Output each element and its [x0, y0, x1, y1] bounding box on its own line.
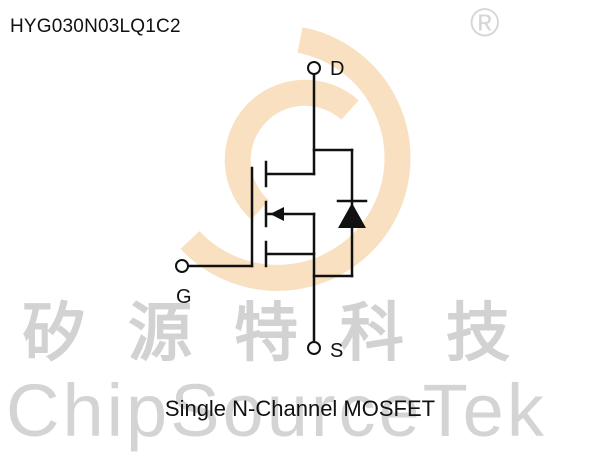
channel-arrow [270, 207, 284, 221]
logo-arc-inner [224, 79, 359, 220]
watermark-chinese-text: 矽源特科技 [22, 296, 552, 371]
gate-terminal [175, 259, 189, 273]
watermark-english-text: ChipSourceTek [6, 369, 547, 452]
part-number-title: HYG030N03LQ1C2 [10, 16, 181, 37]
source-terminal [307, 341, 321, 355]
diagram-caption: Single N-Channel MOSFET [164, 396, 436, 421]
drain-label: D [330, 58, 345, 80]
body-diode-triangle [338, 203, 366, 228]
watermark-registered-mark: ® [470, 1, 499, 45]
logo-arc-outer [180, 27, 411, 291]
drain-terminal [307, 61, 321, 75]
source-label: S [330, 340, 344, 362]
gate-label: G [176, 286, 192, 308]
